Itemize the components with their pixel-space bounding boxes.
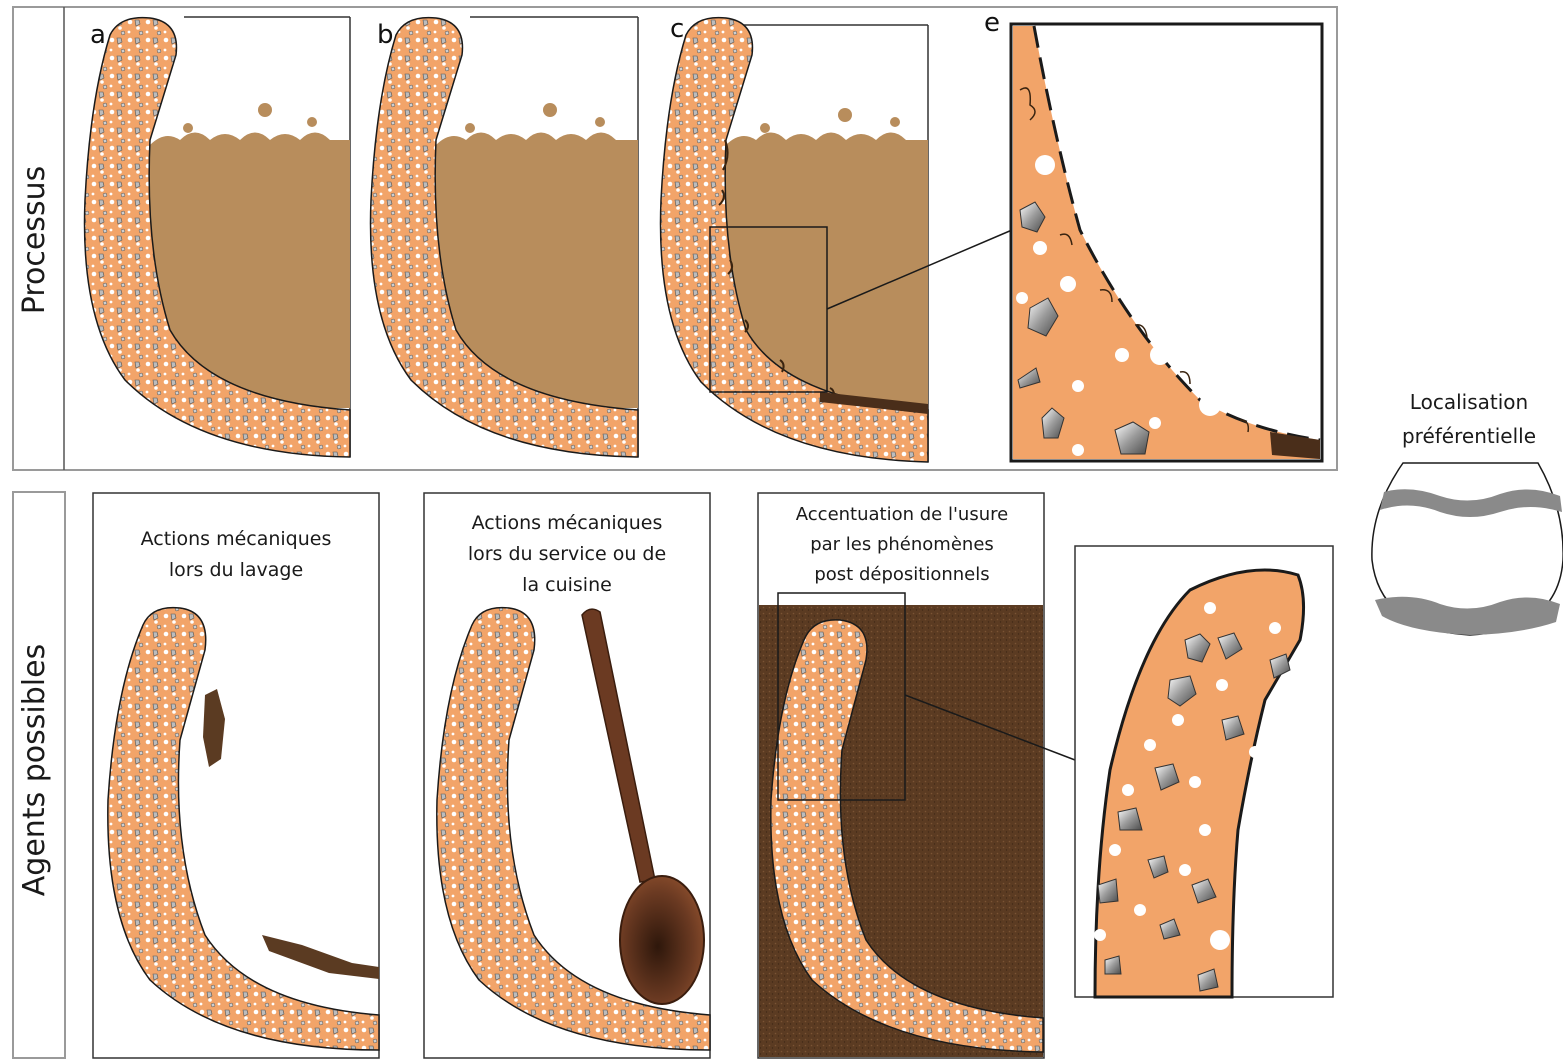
caption-washing-line-1: Actions mécaniques [100,524,372,555]
postdep-zoom-drawing [1075,546,1333,997]
caption-postdep: Accentuation de l'usure par les phénomèn… [762,500,1042,590]
row-title-processus: Processus [17,165,53,315]
panel-a-drawing [70,17,350,457]
caption-service: Actions mécaniques lors du service ou de… [430,508,704,601]
panel-c-drawing [646,17,1012,462]
caption-postdep-line-2: par les phénomènes [762,530,1042,560]
caption-service-line-1: Actions mécaniques [430,508,704,539]
panel-letter-a: a [90,20,106,50]
localisation-line-1: Localisation [1375,385,1563,419]
panel-letter-e: e [984,8,1000,38]
caption-postdep-line-1: Accentuation de l'usure [762,500,1042,530]
caption-service-line-2: lors du service ou de [430,539,704,570]
row-title-agents: Agents possibles [17,625,53,915]
caption-washing-line-2: lors du lavage [100,555,372,586]
panel-letter-b: b [377,20,394,50]
spoon-bowl [620,876,704,1004]
caption-washing: Actions mécaniques lors du lavage [100,524,372,586]
panel-e-drawing [1011,24,1322,461]
localisation-line-2: préférentielle [1375,419,1563,453]
caption-service-line-3: la cuisine [430,570,704,601]
localisation-label: Localisation préférentielle [1375,385,1563,453]
panel-b-drawing [358,17,638,457]
caption-postdep-line-3: post dépositionnels [762,560,1042,590]
localisation-vessel-drawing [1372,463,1563,635]
panel-letter-c: c [670,14,684,44]
